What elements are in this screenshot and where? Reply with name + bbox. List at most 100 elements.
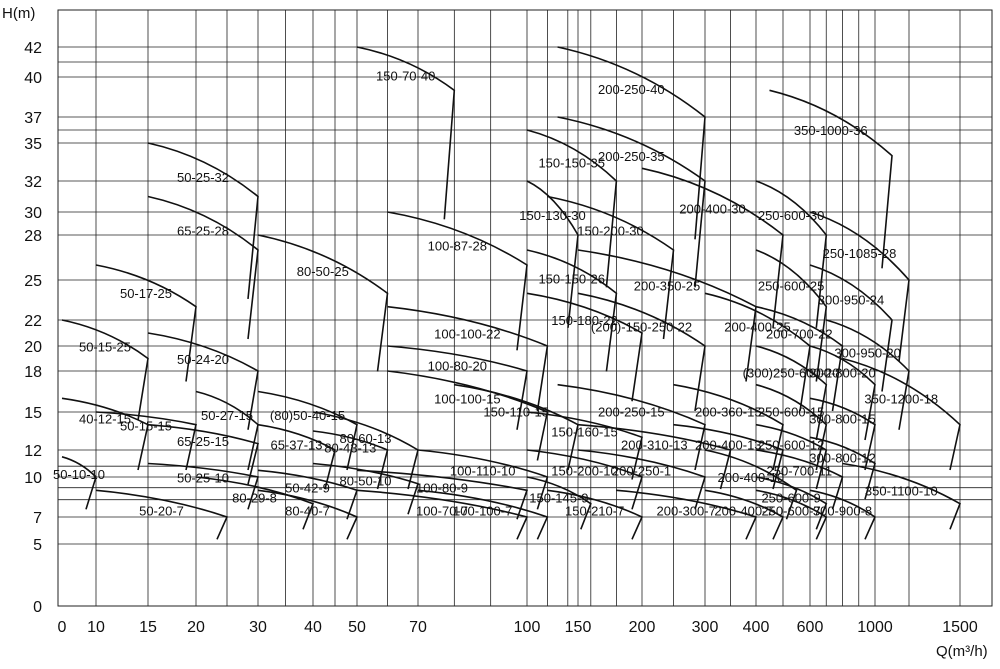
pump-curve bbox=[547, 489, 644, 540]
pump-curve bbox=[454, 383, 579, 471]
pump-curve bbox=[312, 411, 419, 490]
y-tick-label: 42 bbox=[24, 40, 42, 57]
y-tick-label: 7 bbox=[33, 510, 42, 527]
pump-curve bbox=[547, 195, 675, 340]
y-tick-label: 25 bbox=[24, 273, 42, 290]
model-label: 150-130-30 bbox=[519, 208, 586, 223]
model-label: 150-145-9 bbox=[529, 490, 588, 505]
pump-curve bbox=[809, 264, 893, 392]
model-label: 300-800-20 bbox=[809, 365, 876, 380]
pump-curve bbox=[755, 305, 844, 412]
pump-curve bbox=[755, 249, 828, 382]
pump-curve bbox=[577, 449, 706, 510]
model-label: 50-15-25 bbox=[79, 339, 131, 354]
model-label: 150-210-7 bbox=[565, 504, 624, 519]
pump-curve bbox=[809, 345, 876, 441]
model-label: 50-17-25 bbox=[120, 286, 172, 301]
pump-curve bbox=[356, 46, 456, 220]
x-tick-label: 30 bbox=[249, 619, 267, 636]
x-axis-title: Q(m³/h) bbox=[936, 643, 988, 660]
x-tick-label: 20 bbox=[187, 619, 205, 636]
x-tick-label: 40 bbox=[304, 619, 322, 636]
model-label: 50-42-9 bbox=[285, 480, 330, 495]
pump-curve bbox=[61, 397, 149, 471]
model-label: 200-400-30 bbox=[679, 202, 746, 217]
model-label: 300-800-12 bbox=[809, 450, 876, 465]
pump-curve bbox=[557, 383, 706, 471]
model-label: 350-1200-18 bbox=[864, 392, 938, 407]
pump-curve bbox=[755, 489, 828, 540]
y-tick-label: 37 bbox=[24, 110, 42, 127]
model-label: 250-600-30 bbox=[758, 208, 825, 223]
x-tick-label: 1000 bbox=[857, 619, 893, 636]
pump-curve bbox=[641, 167, 784, 328]
pump-curve bbox=[526, 292, 643, 402]
pump-curve bbox=[195, 390, 259, 471]
y-tick-label: 12 bbox=[24, 443, 42, 460]
model-label: 100-100-22 bbox=[434, 326, 501, 341]
y-tick-label: 22 bbox=[24, 313, 42, 330]
pump-curve bbox=[257, 489, 359, 540]
pump-curve bbox=[842, 462, 961, 530]
model-label: (80)50-40-15 bbox=[270, 408, 345, 423]
pump-curve bbox=[387, 345, 528, 430]
model-label: 150-200-10 bbox=[551, 464, 618, 479]
pump-curve bbox=[755, 345, 828, 441]
model-label: 200-310-13 bbox=[621, 437, 688, 452]
pump-curve bbox=[147, 195, 259, 340]
model-label: 300-950-24 bbox=[818, 293, 885, 308]
model-label: 200-300-7 bbox=[657, 504, 716, 519]
pump-curve bbox=[557, 116, 706, 288]
model-label: 50-10-10 bbox=[53, 467, 105, 482]
pump-curve bbox=[95, 411, 197, 471]
x-tick-label: 300 bbox=[692, 619, 719, 636]
model-label: 150-200-30 bbox=[577, 223, 644, 238]
model-label: 50-20-7 bbox=[139, 504, 184, 519]
model-label: 250-700-11 bbox=[767, 464, 833, 479]
pump-curve bbox=[755, 476, 828, 530]
pump-curve bbox=[526, 449, 643, 510]
model-label: 80-50-25 bbox=[297, 264, 349, 279]
x-tick-label: 600 bbox=[797, 619, 824, 636]
pump-curve bbox=[526, 411, 643, 480]
model-label: 300-900-8 bbox=[813, 504, 872, 519]
model-label: 50-25-32 bbox=[177, 170, 229, 185]
pump-curve bbox=[356, 489, 529, 540]
model-label: (200)-150-250-22 bbox=[591, 320, 692, 335]
pump-curve bbox=[809, 211, 910, 362]
model-label: 200-400-7 bbox=[714, 504, 773, 519]
model-label: 100-70-7 bbox=[416, 504, 468, 519]
x-tick-label: 15 bbox=[139, 619, 157, 636]
y-axis-title: H(m) bbox=[2, 5, 35, 22]
model-label: 200-350-25 bbox=[634, 278, 701, 293]
pump-curve bbox=[195, 476, 315, 530]
model-label: 80-60-13 bbox=[339, 431, 391, 446]
y-tick-label: 35 bbox=[24, 136, 42, 153]
pump-curve bbox=[826, 319, 910, 430]
pump-curve bbox=[704, 489, 785, 540]
pump-curve bbox=[577, 423, 732, 490]
pump-curve bbox=[147, 462, 260, 510]
model-label: 65-37-13 bbox=[270, 437, 322, 452]
model-label: 250-1085-28 bbox=[823, 246, 897, 261]
pump-curve bbox=[95, 264, 197, 382]
pump-curve bbox=[755, 449, 844, 510]
x-tick-label: 0 bbox=[58, 619, 67, 636]
model-label: 80-43-13 bbox=[324, 441, 376, 456]
model-label: 150-160-15 bbox=[551, 425, 618, 440]
pump-curve bbox=[755, 423, 828, 490]
pump-curve bbox=[257, 390, 358, 471]
x-tick-label: 200 bbox=[629, 619, 656, 636]
y-tick-label: 10 bbox=[24, 470, 42, 487]
model-label: 200-250-40 bbox=[598, 82, 665, 97]
pump-curve bbox=[61, 456, 97, 510]
plot-frame bbox=[57, 9, 993, 607]
model-label: 50-27-15 bbox=[201, 408, 253, 423]
pump-curve bbox=[526, 476, 592, 530]
model-label: 300-950-20 bbox=[834, 346, 901, 361]
y-tick-label: 40 bbox=[24, 70, 42, 87]
model-label: 80-29-8 bbox=[232, 490, 277, 505]
pump-curve bbox=[704, 449, 798, 520]
curves-layer bbox=[61, 46, 961, 540]
